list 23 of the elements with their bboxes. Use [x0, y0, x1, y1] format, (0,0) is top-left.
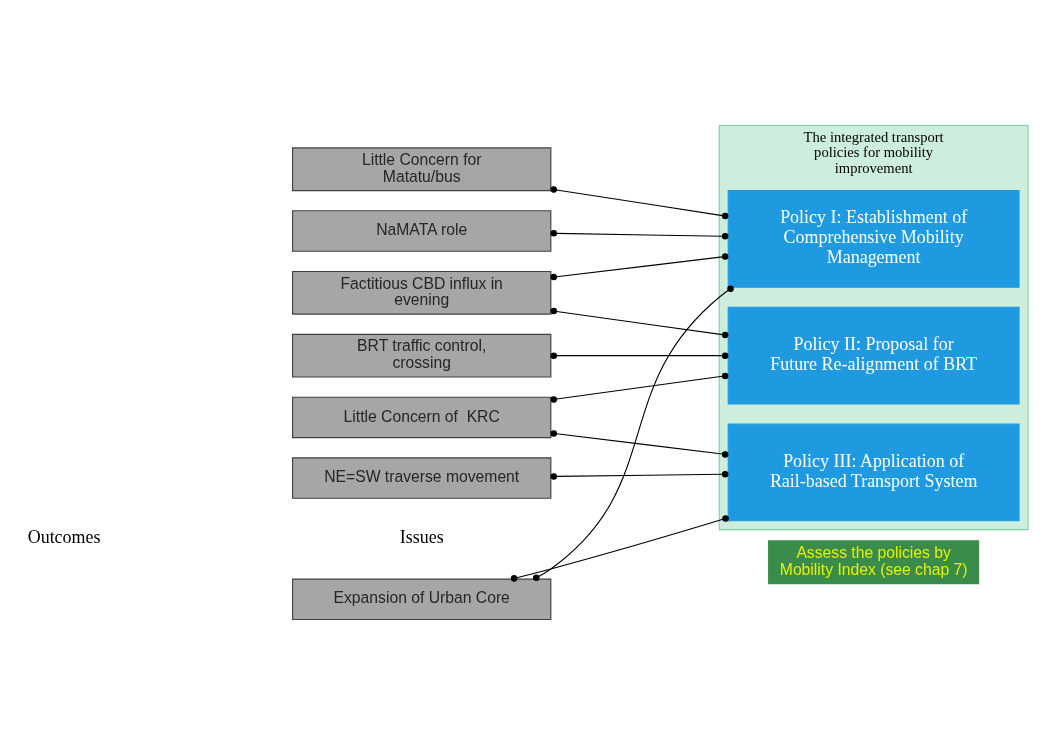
- connector: [550, 252, 729, 280]
- connector: [533, 285, 734, 581]
- connector: [550, 185, 729, 219]
- node-box: Little Concern of KRC: [292, 396, 552, 438]
- node-box: Factitious CBD influx in evening: [292, 270, 552, 315]
- node-box: Little Concern for Matatu/bus: [292, 146, 552, 191]
- connector: [550, 229, 729, 240]
- connector: [510, 514, 729, 582]
- node-box: BRT traffic control, crossing: [292, 333, 552, 378]
- connector: [550, 351, 729, 359]
- node-box: Policy III: Application of Rail-based Transport System: [727, 423, 1020, 521]
- node-box: NE=SW traverse movement: [292, 456, 552, 499]
- node-box: Policy I: Establishment of Comprehensive Mobility Management: [727, 189, 1020, 288]
- label: Issues: [399, 526, 444, 547]
- node-box: Policy II: Proposal for Future Re-alignment of BRT: [727, 306, 1020, 404]
- connector: [550, 372, 729, 403]
- connector: [550, 307, 729, 338]
- connector: [550, 470, 729, 480]
- connector: [550, 429, 729, 458]
- node-box: Assess the policies by Mobility Index (see chap 7): [768, 539, 980, 584]
- node-box: NaMATA role: [292, 209, 552, 252]
- label: Outcomes: [27, 526, 101, 547]
- node-box: Expansion of Urban Core: [292, 578, 552, 620]
